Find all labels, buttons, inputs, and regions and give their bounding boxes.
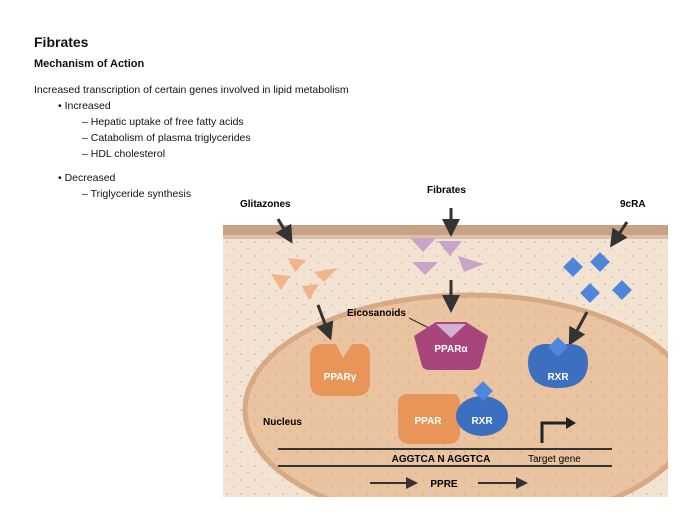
ppar-alpha-receptor xyxy=(414,322,488,370)
cell-membrane-inner xyxy=(223,235,668,239)
transcription-start-icon xyxy=(540,421,566,443)
ninecra-entry-arrow xyxy=(610,221,629,248)
eicosanoid-ligand xyxy=(436,324,466,338)
glitazone-to-pparg-arrow xyxy=(316,304,334,341)
dna-sequence: AGGTCA N AGGTCA xyxy=(392,454,491,465)
glitazones-label: Glitazones xyxy=(240,199,291,210)
ppre-label: PPRE xyxy=(430,479,458,490)
diagram-clip xyxy=(223,497,700,526)
fibrates-label: Fibrates xyxy=(427,185,466,196)
rxr-top-label: RXR xyxy=(547,372,569,383)
bullet-increased: • Increased xyxy=(58,100,111,112)
target-gene-label: Target gene xyxy=(528,454,581,465)
bullet-decreased: • Decreased xyxy=(58,172,116,184)
ppar-receptor xyxy=(398,394,460,444)
ppar-gamma-label: PPARγ xyxy=(324,372,357,383)
eicosanoids-label: Eicosanoids xyxy=(347,308,406,319)
rxr-top-ligand xyxy=(548,337,568,357)
increased-item: – HDL cholesterol xyxy=(82,148,166,160)
ppar-alpha-label: PPARα xyxy=(434,344,468,355)
rxr-receptor-top xyxy=(528,344,588,388)
rxr-receptor xyxy=(456,396,508,436)
rxr-label: RXR xyxy=(471,416,493,427)
glitazone-ligands xyxy=(271,258,338,300)
ninecra-label: 9cRA xyxy=(620,199,646,210)
glitazones-entry-arrow xyxy=(275,218,293,244)
fibrate-ligands xyxy=(410,238,484,275)
ninecra-to-rxr-arrow xyxy=(568,311,589,346)
diagram-clip-right xyxy=(668,225,700,526)
increased-item: – Catabolism of plasma triglycerides xyxy=(82,132,251,144)
nucleus-label: Nucleus xyxy=(263,417,302,428)
intro-text: Increased transcription of certain genes… xyxy=(34,84,349,96)
transcription-arrowhead-icon xyxy=(566,417,576,429)
ppar-label: PPAR xyxy=(414,416,442,427)
rxr-ligand xyxy=(473,381,493,401)
cell-membrane xyxy=(223,225,668,235)
decreased-item: – Triglyceride synthesis xyxy=(82,188,192,200)
increased-item: – Hepatic uptake of free fatty acids xyxy=(82,116,244,128)
ninecra-ligands xyxy=(563,252,632,303)
section-subtitle: Mechanism of Action xyxy=(34,58,145,70)
ppar-gamma-receptor xyxy=(310,344,370,396)
page-title: Fibrates xyxy=(34,34,89,50)
